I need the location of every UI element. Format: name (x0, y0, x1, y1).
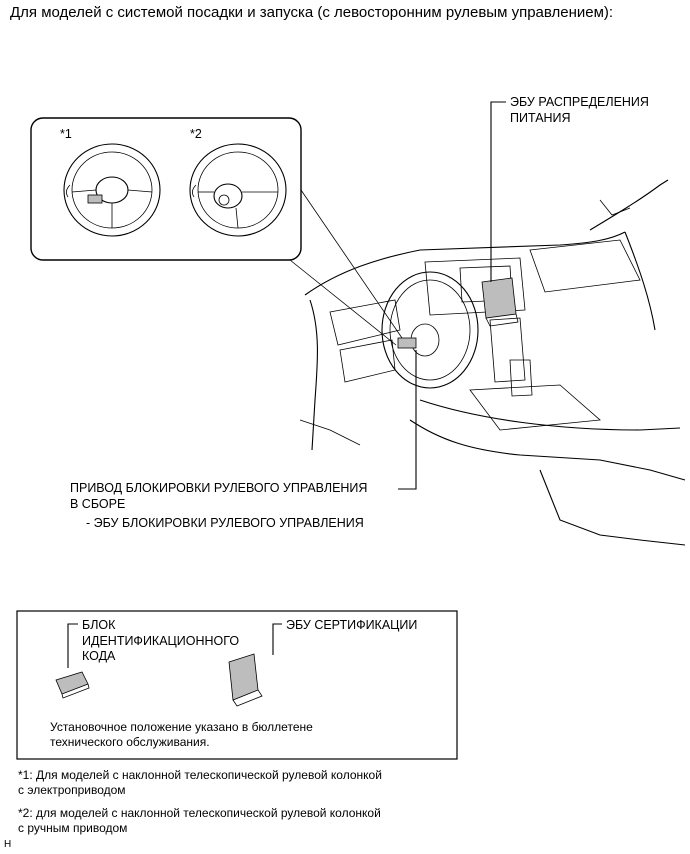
id-code-label: БЛОК ИДЕНТИФИКАЦИОННОГО КОДА (82, 618, 239, 665)
steering-wheel-2-icon (189, 143, 287, 237)
id-code-box-icon (55, 671, 90, 699)
footnote-1-line2: с электроприводом (18, 783, 126, 797)
power-ecu-leader (490, 101, 506, 282)
power-distribution-ecu-icon (481, 277, 519, 327)
id-code-leader (67, 623, 78, 668)
footnote-2: *2: для моделей с наклонной телескопичес… (18, 806, 381, 836)
inset-marker-1: *1 (60, 127, 72, 141)
footnote-1: *1: Для моделей с наклонной телескопичес… (18, 768, 382, 798)
corner-mark: H (4, 839, 12, 850)
page-title: Для моделей с системой посадки и запуска… (10, 4, 614, 21)
inset-marker-2: *2 (190, 127, 202, 141)
install-note: Установочное положение указано в бюллете… (50, 720, 313, 750)
power-ecu-label: ЭБУ РАСПРЕДЕЛЕНИЯ ПИТАНИЯ (510, 95, 649, 126)
steering-lock-label-line1: ПРИВОД БЛОКИРОВКИ РУЛЕВОГО УПРАВЛЕНИЯ (70, 481, 368, 495)
id-code-label-line3: КОДА (82, 649, 116, 664)
id-code-label-line1: БЛОК (82, 618, 116, 632)
install-note-line1: Установочное положение указано в бюллете… (50, 720, 313, 734)
steering-lock-ecu-label: - ЭБУ БЛОКИРОВКИ РУЛЕВОГО УПРАВЛЕНИЯ (86, 516, 364, 530)
steering-lock-leader (398, 350, 417, 490)
power-ecu-label-line2: ПИТАНИЯ (510, 110, 571, 125)
steering-lock-label: ПРИВОД БЛОКИРОВКИ РУЛЕВОГО УПРАВЛЕНИЯ В … (70, 481, 367, 512)
inset-box (30, 117, 302, 261)
footnote-2-line1: *2: для моделей с наклонной телескопичес… (18, 806, 381, 820)
footnote-2-line2: с ручным приводом (18, 821, 128, 835)
dashboard-steering-wheel-icon (381, 271, 479, 389)
bottom-box (16, 610, 458, 760)
install-note-line2: технического обслуживания. (50, 735, 210, 749)
steering-wheel-1-icon (63, 143, 161, 237)
cert-ecu-leader (272, 623, 282, 655)
cert-ecu-label: ЭБУ СЕРТИФИКАЦИИ (286, 618, 418, 632)
footnote-1-line1: *1: Для моделей с наклонной телескопичес… (18, 768, 382, 782)
steering-lock-label-line2: В СБОРЕ (70, 496, 126, 511)
power-ecu-label-line1: ЭБУ РАСПРЕДЕЛЕНИЯ (510, 95, 649, 109)
id-code-label-line2: ИДЕНТИФИКАЦИОННОГО (82, 633, 240, 648)
dashboard-drawing (299, 179, 686, 546)
certification-ecu-icon (228, 653, 263, 707)
